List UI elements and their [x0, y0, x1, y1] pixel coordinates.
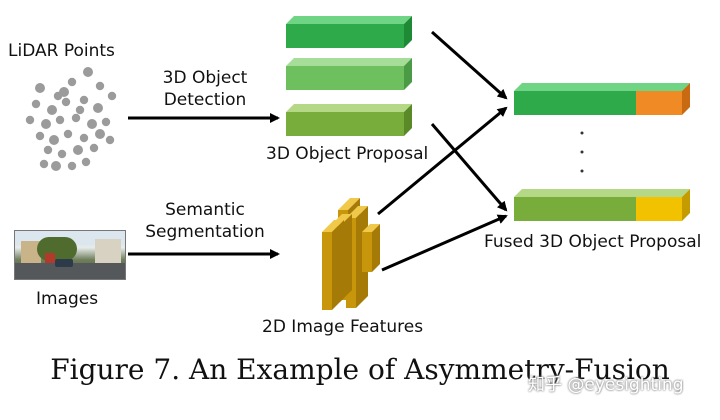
object-detection-label: 3D Object Detection: [162, 68, 248, 110]
lidar-point: [95, 81, 105, 91]
object-proposal-label: 3D Object Proposal: [266, 144, 429, 164]
fused-proposal-bar-bottom: [514, 189, 690, 221]
arrow-features-to-fused-top: [377, 106, 508, 216]
lidar-point: [81, 157, 91, 167]
lidar-point: [41, 119, 51, 129]
lidar-point: [59, 87, 69, 97]
lidar-point: [105, 135, 115, 145]
lidar-point: [73, 145, 83, 155]
lidar-point: [101, 117, 111, 127]
lidar-point: [35, 131, 45, 141]
lidar-point: [61, 97, 71, 107]
figure-caption: Figure 7. An Example of Asymmetry-Fusion: [50, 353, 670, 386]
lidar-point: [57, 149, 67, 159]
lidar-point: [25, 115, 35, 125]
lidar-point: [67, 77, 77, 87]
lidar-point: [51, 161, 61, 171]
lidar-point: [39, 159, 49, 169]
lidar-point: [87, 119, 97, 129]
arrow-proposal-top-to-fused: [431, 30, 508, 100]
lidar-point: [43, 145, 53, 155]
lidar-point: [35, 83, 45, 93]
lidar-point-cloud: [25, 67, 117, 171]
fused-proposal-bar-top: [514, 83, 690, 115]
lidar-point: [95, 129, 105, 139]
images-label: Images: [36, 289, 99, 309]
fused-proposal-label: Fused 3D Object Proposal: [484, 232, 702, 252]
lidar-point: [83, 67, 93, 77]
lidar-point: [79, 133, 89, 143]
proposal-bar-middle: [286, 58, 412, 90]
semantic-segmentation-label: Semantic Segmentation: [145, 200, 265, 242]
lidar-point: [49, 135, 59, 145]
image-feature-maps: [322, 198, 380, 310]
arrow-features-to-fused-bottom: [381, 214, 508, 272]
lidar-point: [107, 91, 117, 101]
lidar-point: [55, 115, 65, 125]
lidar-points-label: LiDAR Points: [8, 41, 115, 61]
lidar-point: [67, 161, 77, 171]
lidar-point: [63, 129, 73, 139]
image-features-label: 2D Image Features: [262, 317, 424, 337]
camera-image-thumbnail: [14, 230, 126, 280]
lidar-point: [89, 143, 99, 153]
lidar-point: [47, 105, 57, 115]
lidar-point: [31, 99, 41, 109]
arrow-proposal-bottom-to-fused: [430, 123, 508, 212]
lidar-point: [75, 105, 85, 115]
proposal-bar-bottom: [286, 104, 412, 136]
proposal-bar-top: [286, 16, 412, 48]
watermark: 知乎 @eyesighting: [528, 375, 684, 395]
lidar-point: [79, 95, 89, 105]
lidar-point: [93, 103, 103, 113]
lidar-point: [71, 113, 81, 123]
ellipsis-dots: [580, 131, 584, 173]
